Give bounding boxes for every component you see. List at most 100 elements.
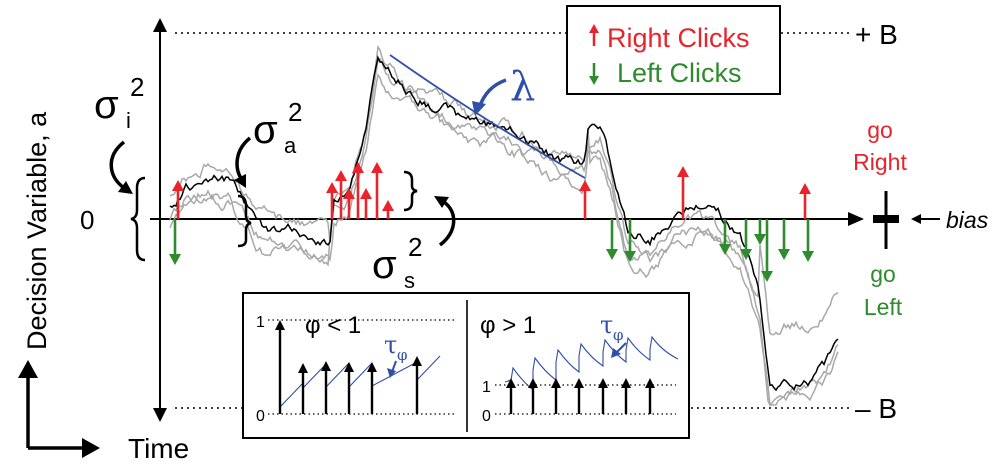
right-click-11-head [799,183,811,194]
go-right-word-go: go [867,117,893,143]
inset-right-click-2-head [528,378,538,388]
inset-right-tau-pointer [615,342,627,354]
left-click-2-head [606,249,618,260]
legend-left-arrow-icon [589,76,599,85]
inset-right-tick-zero: 0 [482,408,491,425]
sample-trace-2 [169,57,839,407]
decision-axis-top-arrow [153,18,167,32]
left-click-4-head [719,244,731,255]
zero-line-arrow [848,212,864,226]
inset-right-tau-sub: φ [613,326,624,344]
legend-left-label: Left Clicks [617,58,742,88]
bias-arrow-icon [911,214,921,224]
inset-left-title: φ < 1 [305,312,361,339]
inset-left-tau: τ [384,331,397,359]
click-layer [169,162,814,282]
right-click-9-head [579,180,591,191]
sigma-s-pointer-arrow [438,200,456,247]
sigma-i-sub: i [126,108,131,133]
inset-right-click-1-head [506,378,516,388]
inset-right-click-7-head [645,378,655,388]
sigma-a-brace [237,194,252,248]
sigma-i-pointer-arrowhead [118,181,133,194]
legend-box [566,5,781,95]
example-trace [169,55,839,392]
left-click-6-head [754,234,766,245]
right-click-10-head [677,166,689,177]
leak-decay-curve [389,54,586,179]
sigma-a-sub: a [284,133,297,158]
inset-left-click-5-head [367,362,377,372]
go-left-word-go: go [870,261,896,287]
inset-right-click-4-head [574,378,584,388]
sigma-i-brace [130,176,146,262]
leak-pointer-arrowhead [472,101,486,116]
inset-box [242,292,690,439]
right-click-1-head [172,180,184,191]
decision-axis-bottom-arrow [153,408,167,422]
right-click-6-head [360,188,372,199]
right-click-5-head [352,162,364,173]
inset-left-click-1-head [275,320,285,330]
sigma-a-sup: 2 [288,97,302,127]
zero-label: 0 [80,205,94,235]
inset-right-title: φ > 1 [480,312,536,339]
sigma-s-sup: 2 [408,232,422,262]
bias-label: bias [946,207,989,233]
inset-right-click-arrows [506,378,655,414]
inset-right-click-3-head [551,378,561,388]
leak-label: λ [510,64,535,110]
go-left-word-left: Left [864,294,903,320]
inset-panel: 1 0 φ < 1 τ φ 1 0 φ > 1 τ φ [242,292,690,439]
inset-right-adaptation-curve [504,335,679,392]
inset-left-tau-sub: φ [397,346,408,364]
sigma-a-base: σ [253,108,278,152]
left-click-5-head [740,249,752,260]
inset-left-tau-pointer-head [387,368,396,378]
y-axis-label: Decision Variable, a [22,111,52,350]
trace-layer [169,45,839,407]
inset-left-click-3-head [321,361,331,371]
right-click-8-head [382,200,394,211]
bias-marker [873,215,899,223]
inset-left-click-4-head [344,362,354,372]
legend-right-arrow-icon [589,24,599,33]
go-right-word-right: Right [853,149,907,175]
sigma-i-base: σ [94,83,119,127]
left-click-7-head [761,271,773,282]
inset-right-click-6-head [621,378,631,388]
sigma-a-pointer-arrow [235,136,252,181]
lower-bound-label: – B [855,393,897,424]
corner-axis-up-arrow [18,360,38,378]
corner-axis-right-arrow [82,438,100,458]
inset-right-click-5-head [598,378,608,388]
inset-left-tick-zero: 0 [256,408,265,425]
inset-left-tick-one: 1 [256,314,265,331]
sigma-i-pointer-arrow [109,140,126,190]
left-click-9-head [802,251,814,262]
sigma-s-sub: s [404,268,415,293]
inset-right-tick-one: 1 [482,379,491,396]
upper-bound-label: + B [855,19,898,50]
right-click-3-head [335,170,347,181]
right-click-2-head [326,182,338,193]
sample-trace-3 [169,45,839,406]
sigma-a-pointer-arrowhead [234,174,246,188]
right-click-7-head [371,162,383,173]
sigma-s-brace [403,170,418,212]
sigma-s-base: σ [372,243,397,287]
right-click-4-head [343,188,355,199]
sample-trace-1 [169,73,839,336]
inset-left-click-arrows [275,320,422,414]
left-click-1-head [169,254,181,265]
sigma-i-sup: 2 [130,72,144,102]
left-click-3-head [624,251,636,262]
x-axis-label: Time [128,433,189,464]
legend-right-label: Right Clicks [607,23,750,53]
inset-right-tau: τ [600,311,613,339]
inset-left-click-6-head [412,356,422,366]
sigma-s-pointer-arrowhead [434,196,449,208]
left-click-8-head [778,249,790,260]
